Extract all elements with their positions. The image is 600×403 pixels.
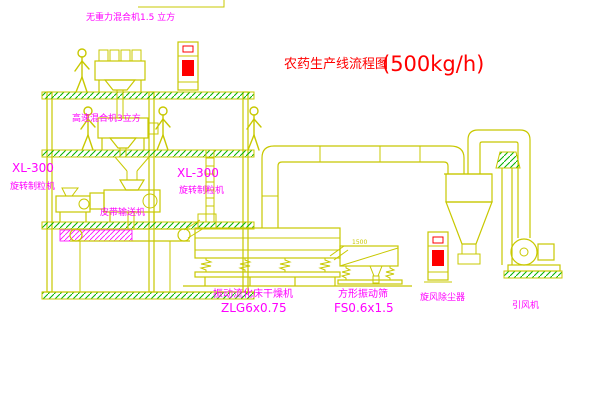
spring-mount bbox=[199, 258, 213, 272]
label-screen-name: 方形振动筛 bbox=[338, 287, 388, 300]
label-dryer-name: 振动流化床干燥机 bbox=[213, 287, 293, 300]
worker-figure bbox=[155, 106, 171, 151]
cabinet-panel bbox=[432, 250, 444, 266]
vibrating-screen bbox=[329, 245, 403, 285]
spring-mount bbox=[318, 258, 332, 272]
label-belt-conveyor: 皮带输送机 bbox=[100, 206, 145, 218]
worker-figure bbox=[74, 48, 90, 93]
cabinet-display bbox=[432, 236, 444, 244]
cabinet-display bbox=[182, 45, 194, 53]
exhaust-stack bbox=[495, 151, 521, 265]
worker-figure bbox=[246, 106, 262, 151]
control-cabinet-upper bbox=[177, 41, 199, 91]
floor-slab-mid bbox=[41, 149, 255, 158]
label-granulator-left-name: 旋转制粒机 bbox=[10, 180, 55, 192]
fan-foundation-hatch bbox=[503, 270, 563, 279]
gravityless-mixer bbox=[94, 49, 146, 118]
dimension-screen: 1500 bbox=[352, 239, 367, 246]
label-gravityless-mixer: 无重力混合机1.5 立方 bbox=[86, 11, 175, 23]
column bbox=[46, 91, 53, 293]
floor-slab-top bbox=[41, 91, 255, 100]
induced-draft-fan bbox=[503, 238, 563, 279]
fluid-bed-dryer bbox=[183, 213, 412, 287]
ladder bbox=[205, 150, 215, 222]
column bbox=[242, 91, 249, 293]
belt-conveyor bbox=[59, 219, 205, 292]
rotary-granulator-main bbox=[89, 179, 161, 230]
spring-mount bbox=[278, 258, 292, 272]
cabinet-panel bbox=[182, 60, 194, 76]
label-granulator-left-model: XL-300 bbox=[12, 161, 54, 175]
label-granulator-mid-model: XL-300 bbox=[177, 166, 219, 180]
rotary-granulator-left bbox=[55, 187, 91, 222]
label-cyclone: 旋风除尘器 bbox=[420, 291, 465, 303]
fan-suction-duct bbox=[467, 129, 531, 238]
platform-structure bbox=[41, 91, 255, 300]
screen-discharge bbox=[369, 265, 383, 277]
label-screen-model: FS0.6x1.5 bbox=[334, 301, 394, 315]
drawing-capacity: (500kg/h) bbox=[382, 52, 484, 76]
exhaust-duct bbox=[261, 145, 465, 228]
fan-motor bbox=[537, 243, 555, 261]
label-dryer-model: ZLG6x0.75 bbox=[221, 301, 287, 315]
drawing-title: 农药生产线流程图 bbox=[284, 57, 388, 72]
spring-mount bbox=[238, 258, 252, 272]
label-fan: 引风机 bbox=[512, 299, 539, 311]
cyclone-separator bbox=[444, 173, 493, 265]
worker-figure bbox=[80, 106, 96, 151]
border-fragment bbox=[138, 0, 225, 8]
fan-base bbox=[507, 264, 561, 272]
stack-rain-cap bbox=[495, 151, 521, 169]
label-granulator-mid-name: 旋转制粒机 bbox=[179, 184, 224, 196]
control-cabinet-right bbox=[424, 231, 452, 283]
rotary-valve bbox=[457, 253, 481, 265]
spring-mount bbox=[384, 266, 396, 280]
y-chute bbox=[114, 156, 150, 180]
label-high-speed-mixer: 高速混合机3立方 bbox=[72, 112, 141, 124]
high-speed-mixer bbox=[97, 117, 159, 157]
column bbox=[148, 91, 155, 293]
spring-mount bbox=[340, 266, 352, 280]
